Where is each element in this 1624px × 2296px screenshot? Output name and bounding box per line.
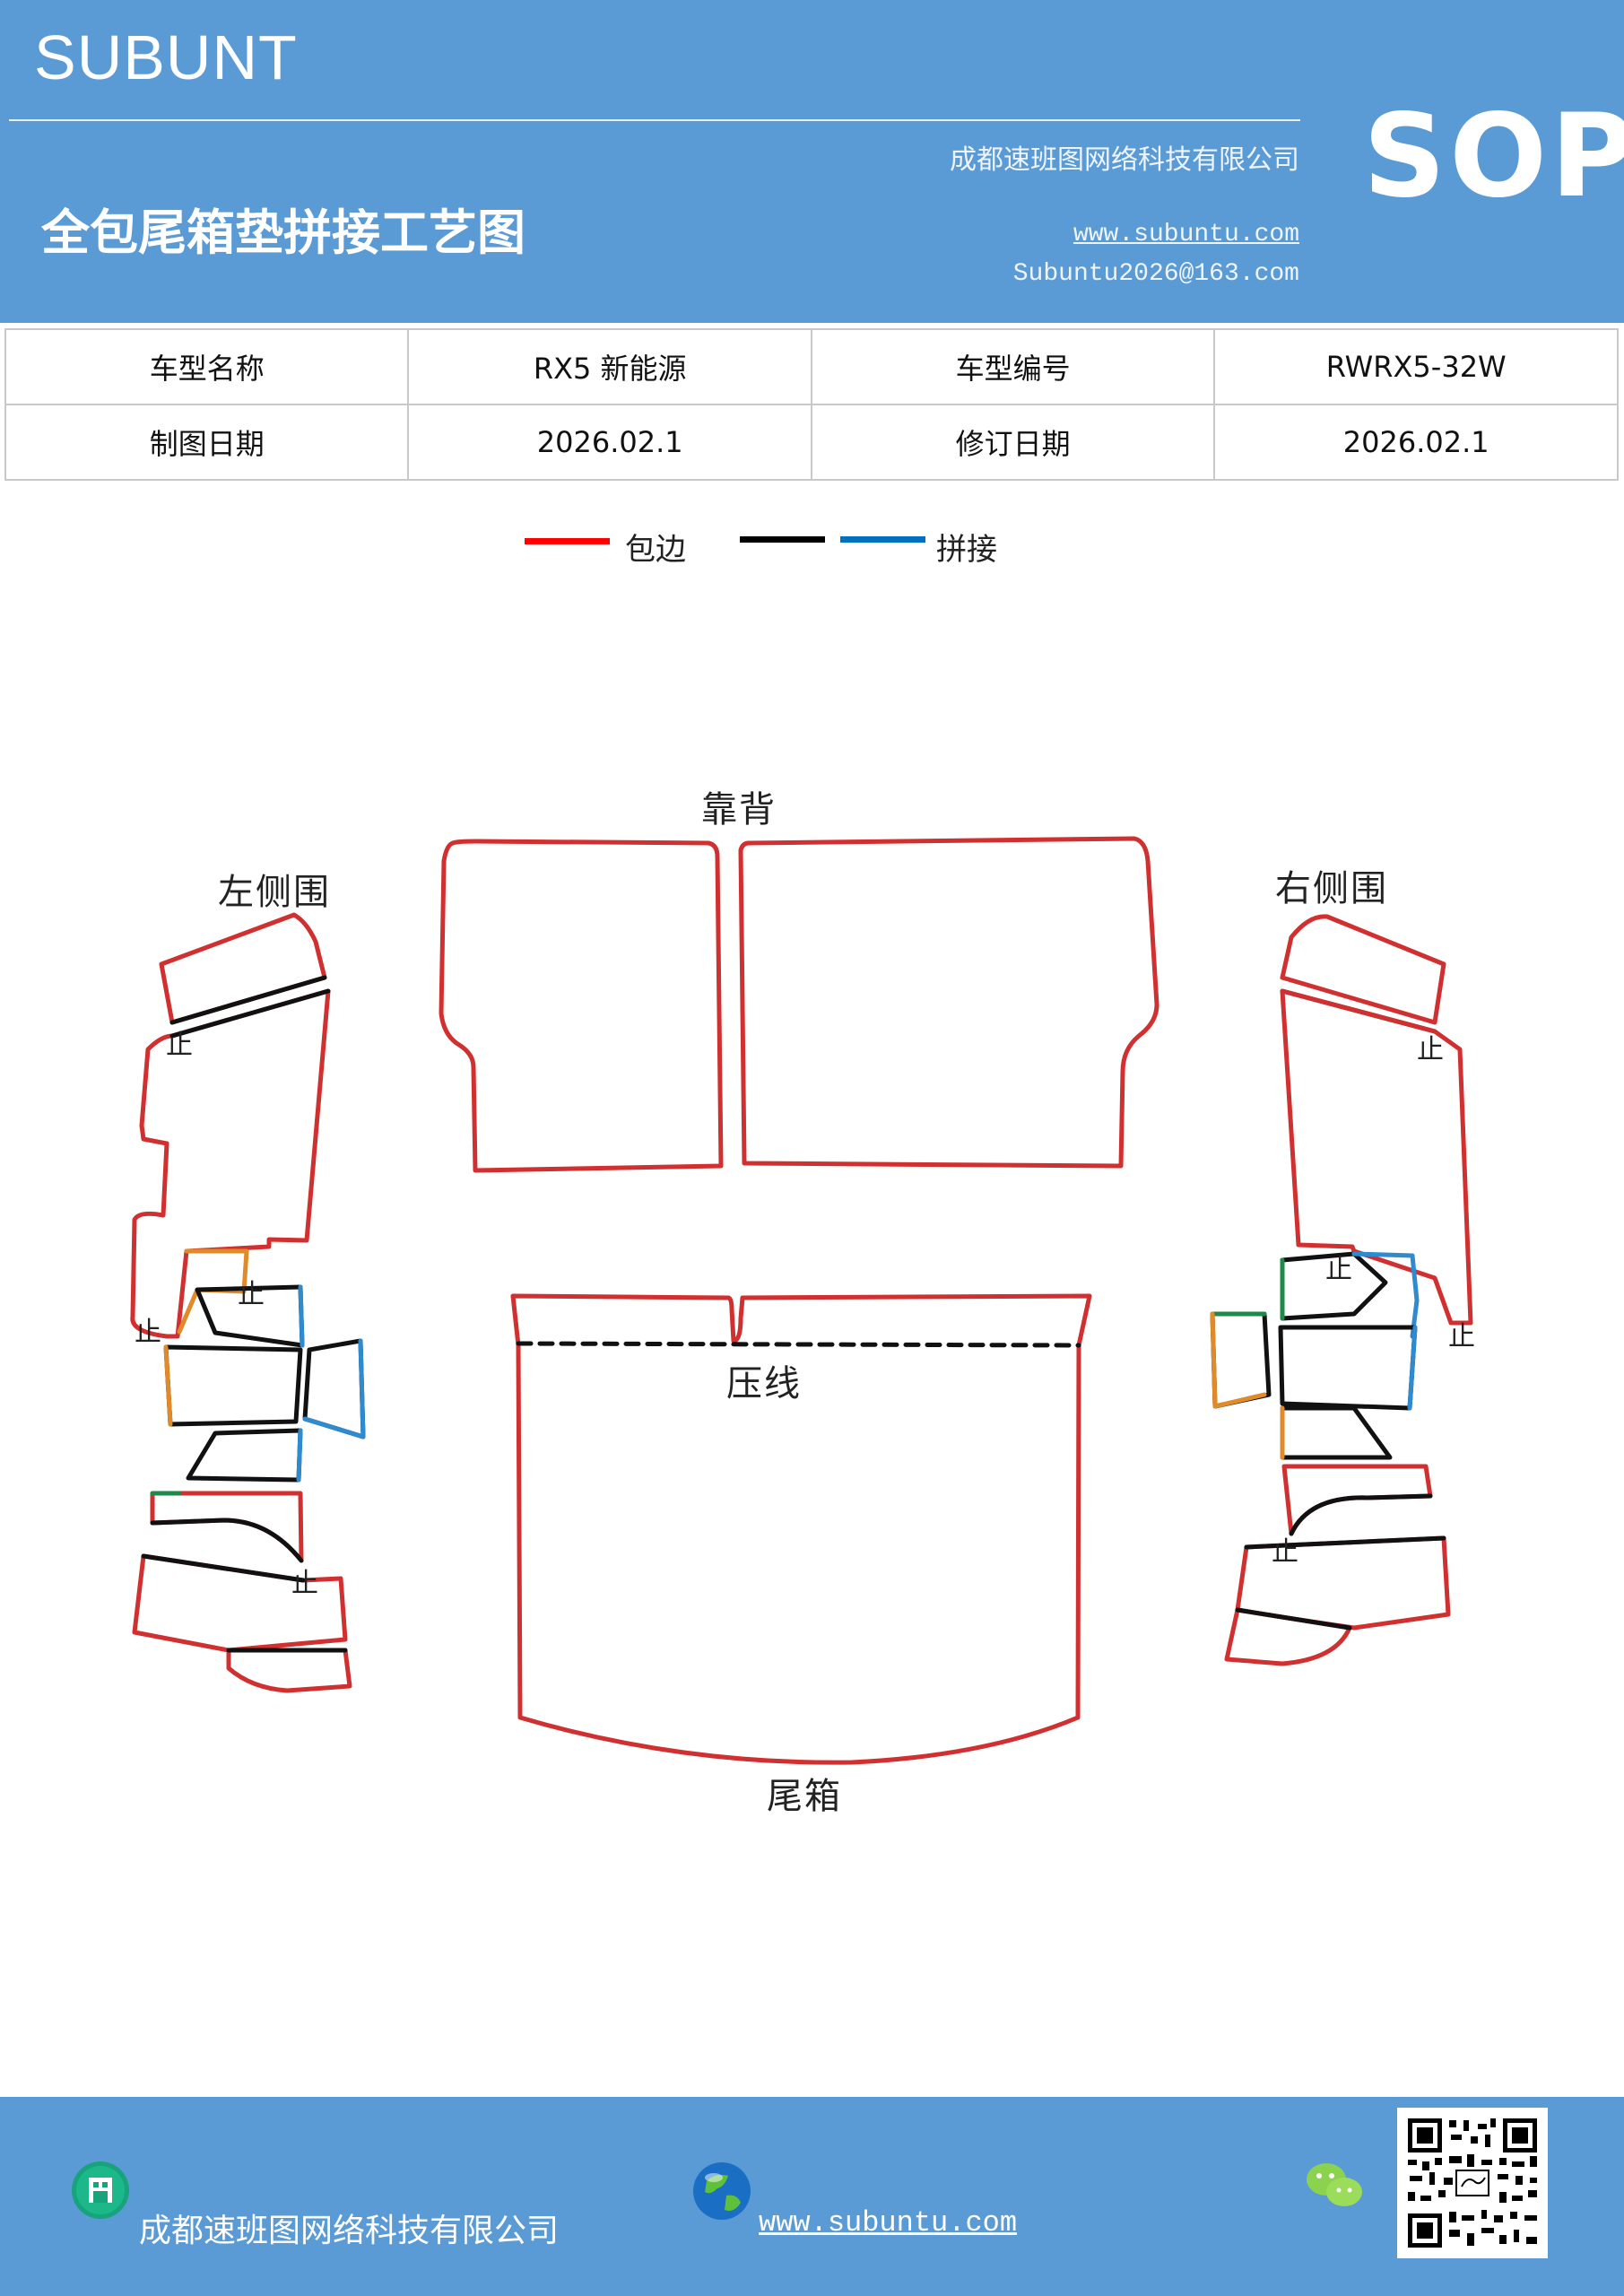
right-piece-d <box>1280 1405 1393 1460</box>
table-cell: 制图日期 <box>4 404 410 481</box>
trunk-floor-panel <box>510 1293 1092 1765</box>
label-left-side: 左侧围 <box>218 872 331 913</box>
stop-marker: 止 <box>238 1279 266 1310</box>
left-piece-f-seam <box>141 1553 306 1583</box>
crease-line <box>516 1341 1081 1348</box>
table-row: 车型名称 RX5 新能源 车型编号 RWRX5-32W <box>4 328 1619 405</box>
backrest-right-panel <box>738 836 1159 1169</box>
legend-red-line <box>525 538 610 544</box>
left-side-main-seam <box>169 988 331 1039</box>
company-name: 成都速班图网络科技有限公司 <box>950 144 1299 176</box>
left-piece-c-blue <box>302 1338 366 1439</box>
header-divider <box>9 119 1300 121</box>
left-side-top-piece <box>159 912 327 1025</box>
left-piece-d-blue <box>296 1428 303 1483</box>
right-side-top-piece <box>1280 914 1446 1025</box>
table-cell: RX5 新能源 <box>407 328 812 405</box>
footer-banner: 成都速班图网络科技有限公司 www.subuntu.com <box>0 2097 1624 2296</box>
left-piece-d <box>186 1428 303 1483</box>
right-side-main-piece <box>1280 988 1473 1326</box>
right-piece-e-seam <box>1289 1493 1433 1536</box>
legend: 包边 拼接 <box>0 520 1624 574</box>
legend-blue-line <box>840 536 925 543</box>
stop-marker: 止 <box>1417 1034 1446 1065</box>
right-piece-g-seam <box>1235 1607 1352 1631</box>
sop-badge: SOP <box>1363 90 1624 223</box>
stop-marker: 止 <box>1272 1536 1300 1568</box>
header-banner: SUBUNT 成都速班图网络科技有限公司 全包尾箱垫拼接工艺图 www.subu… <box>0 0 1624 323</box>
splice-diagram: 靠背 左侧围 右侧围 压线 尾箱 止 止 止 止 止 止 止 止 <box>0 762 1624 1839</box>
table-cell: 车型名称 <box>4 328 410 405</box>
label-crease: 压线 <box>726 1363 802 1405</box>
right-piece-f-seam <box>1244 1535 1446 1550</box>
stop-marker: 止 <box>135 1317 163 1348</box>
stop-marker: 止 <box>291 1568 320 1599</box>
left-piece-orange <box>177 1248 249 1335</box>
table-cell: 2026.02.1 <box>407 404 812 481</box>
stop-marker: 止 <box>1448 1321 1477 1352</box>
left-side-main-piece <box>130 988 331 1339</box>
right-piece-b <box>1278 1325 1418 1411</box>
diagram-drawing <box>130 836 1473 1765</box>
label-trunk: 尾箱 <box>767 1776 842 1817</box>
right-piece-a-blue <box>1351 1251 1420 1339</box>
footer-website-link[interactable]: www.subuntu.com <box>759 2206 1018 2239</box>
globe-icon <box>690 2160 753 2226</box>
footer-company-name: 成都速班图网络科技有限公司 <box>139 2213 560 2249</box>
right-piece-g <box>1224 1607 1352 1666</box>
left-side-top-seam <box>169 975 327 1025</box>
legend-black-line <box>740 536 825 543</box>
brand-logo: SUBUNT <box>34 22 298 92</box>
right-piece-c <box>1210 1311 1272 1409</box>
table-cell: RWRX5-32W <box>1213 328 1619 405</box>
table-cell: 2026.02.1 <box>1213 404 1619 481</box>
left-piece-a-blue <box>298 1284 305 1348</box>
left-piece-b <box>163 1344 303 1427</box>
right-piece-b-blue <box>1407 1325 1418 1411</box>
backrest-left-panel <box>439 839 724 1173</box>
stop-marker: 止 <box>166 1030 195 1061</box>
left-piece-b-orange <box>163 1344 173 1427</box>
building-icon <box>70 2160 131 2224</box>
table-cell: 修订日期 <box>810 404 1216 481</box>
right-piece-c-orange <box>1210 1311 1267 1409</box>
table-row: 制图日期 2026.02.1 修订日期 2026.02.1 <box>4 404 1619 481</box>
wechat-icon <box>1305 2160 1364 2213</box>
left-piece-e-seam <box>150 1518 304 1563</box>
label-right-side: 右侧围 <box>1275 868 1388 909</box>
document-title: 全包尾箱垫拼接工艺图 <box>41 204 525 261</box>
left-piece-g <box>226 1648 352 1693</box>
legend-label-splice: 拼接 <box>936 532 997 568</box>
table-cell: 车型编号 <box>810 328 1216 405</box>
email-address: Subuntu2026@163.com <box>1012 260 1299 288</box>
qr-code[interactable] <box>1397 2108 1548 2258</box>
label-backrest: 靠背 <box>701 789 777 831</box>
vehicle-info-table: 车型名称 RX5 新能源 车型编号 RWRX5-32W 制图日期 2026.02… <box>4 328 1619 481</box>
left-piece-e <box>150 1491 304 1563</box>
website-link[interactable]: www.subuntu.com <box>1073 221 1299 248</box>
stop-marker: 止 <box>1325 1254 1354 1285</box>
legend-label-edging: 包边 <box>625 532 686 568</box>
